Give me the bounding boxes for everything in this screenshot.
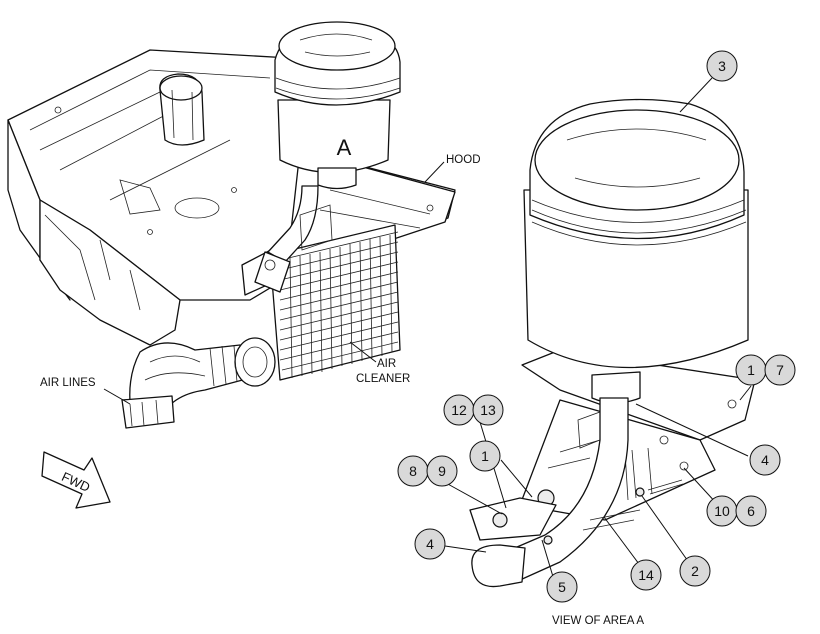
svg-text:3: 3 [718, 58, 726, 74]
cooler-grille [269, 224, 401, 381]
air-lines-label: AIR LINES [40, 377, 96, 389]
area-letter: A [337, 135, 352, 160]
svg-text:4: 4 [426, 536, 434, 552]
callout-6: 6 [735, 495, 767, 527]
svg-text:2: 2 [691, 563, 699, 579]
air-lines-hoses [121, 337, 276, 429]
svg-text:1: 1 [481, 448, 489, 464]
svg-text:5: 5 [558, 579, 566, 595]
callout-10: 10 [706, 495, 738, 527]
svg-text:9: 9 [438, 463, 446, 479]
callout-9: 9 [426, 455, 458, 487]
callout-1-bottom: 1 [469, 440, 501, 472]
svg-text:12: 12 [451, 402, 467, 418]
svg-text:6: 6 [747, 503, 755, 519]
callout-14: 14 [630, 559, 662, 591]
callout-13: 13 [472, 394, 504, 426]
hood-leader [424, 161, 445, 183]
air-cleaner-small: A [254, 21, 401, 293]
view-area-a [469, 98, 756, 588]
svg-text:14: 14 [638, 567, 654, 583]
callout-1-top: 1 [735, 354, 767, 386]
forward-arrow-icon: FWD [41, 451, 111, 509]
callout-3: 3 [706, 50, 738, 82]
svg-text:13: 13 [480, 402, 496, 418]
svg-text:10: 10 [714, 503, 730, 519]
svg-text:4: 4 [761, 452, 769, 468]
callout-8: 8 [397, 455, 429, 487]
callout-leaders [444, 77, 752, 581]
callout-12: 12 [443, 394, 475, 426]
svg-text:1: 1 [747, 362, 755, 378]
callout-7: 7 [764, 354, 796, 386]
hood-label: HOOD [446, 154, 481, 166]
callout-2: 2 [679, 555, 711, 587]
air-cleaner-leader [349, 341, 377, 363]
callout-5: 5 [546, 571, 578, 603]
air-cleaner-label-line2: CLEANER [356, 373, 410, 385]
svg-text:8: 8 [409, 463, 417, 479]
svg-text:7: 7 [776, 362, 784, 378]
callout-4-left: 4 [414, 528, 446, 560]
air-cleaner-label-line1: AIR [377, 358, 396, 370]
air-lines-leader [103, 388, 131, 405]
view-area-caption: VIEW OF AREA A [552, 615, 644, 627]
callout-4-right: 4 [749, 444, 781, 476]
